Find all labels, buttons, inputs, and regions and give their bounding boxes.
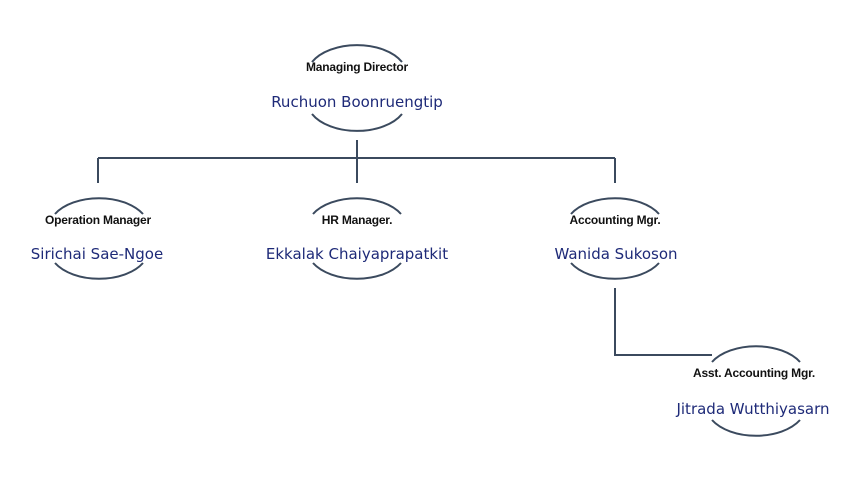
org-chart-connectors (97, 140, 712, 356)
node-person-name: Jitrada Wutthiyasarn (675, 400, 829, 418)
node-role: Asst. Accounting Mgr. (693, 366, 815, 380)
node-managing-director: Managing Director Ruchuon Boonruengtip (271, 44, 443, 132)
node-role: HR Manager. (322, 213, 393, 227)
node-person-name: Wanida Sukoson (554, 245, 677, 263)
node-top-arc (570, 197, 660, 215)
node-bottom-arc (54, 262, 144, 280)
node-asst-accounting-mgr: Asst. Accounting Mgr. Jitrada Wutthiyasa… (675, 345, 830, 437)
node-accounting-mgr: Accounting Mgr. Wanida Sukoson (554, 197, 678, 280)
connector-accounting-to-asst (614, 288, 712, 356)
node-top-arc (312, 197, 402, 215)
node-person-name: Ruchuon Boonruengtip (271, 93, 443, 111)
node-bottom-arc (311, 113, 403, 132)
node-hr-manager: HR Manager. Ekkalak Chaiyaprapatkit (266, 197, 448, 280)
node-top-arc (54, 197, 144, 215)
node-role: Accounting Mgr. (570, 213, 661, 227)
node-person-name: Ekkalak Chaiyaprapatkit (266, 245, 448, 263)
node-operation-manager: Operation Manager Sirichai Sae-Ngoe (31, 197, 163, 280)
node-person-name: Sirichai Sae-Ngoe (31, 245, 163, 263)
node-top-arc (311, 44, 403, 63)
node-role: Operation Manager (45, 213, 151, 227)
node-bottom-arc (711, 419, 801, 437)
node-bottom-arc (312, 262, 402, 280)
node-bottom-arc (570, 262, 660, 280)
node-role: Managing Director (306, 60, 408, 74)
node-top-arc (711, 345, 801, 363)
